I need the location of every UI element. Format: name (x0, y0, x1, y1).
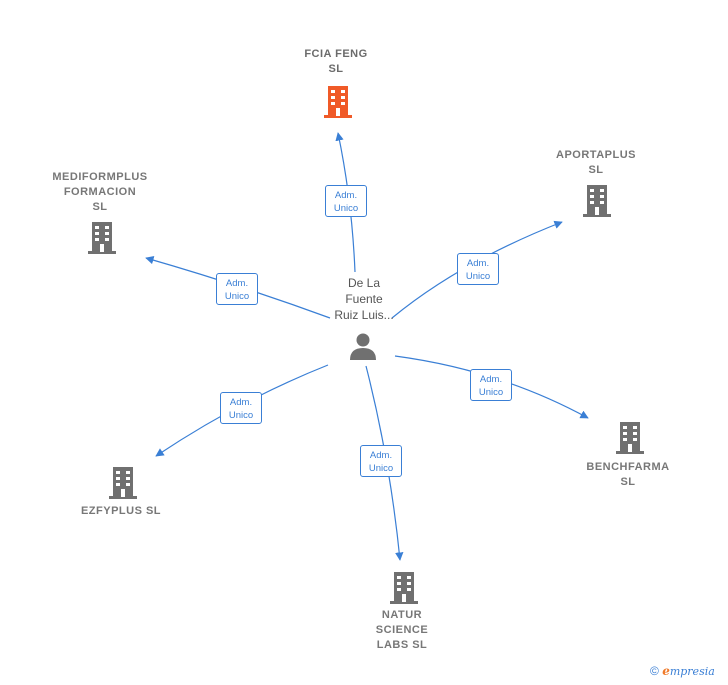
company-label: APORTAPLUS SL (556, 149, 636, 176)
person-name[interactable]: De La Fuente Ruiz Luis... (334, 276, 394, 322)
company-label: EZFYPLUS SL (80, 505, 162, 517)
company-aportaplus[interactable]: APORTAPLUS SL (546, 148, 646, 178)
copyright-symbol: © (650, 664, 659, 678)
copyright-footer: © empresia (650, 664, 715, 678)
company-fcia-feng[interactable]: FCIA FENG SL (286, 47, 386, 77)
building-icon[interactable] (388, 570, 420, 604)
company-benchfarma[interactable]: BENCHFARMA SL (578, 460, 678, 490)
brand-logo-initial: e (662, 664, 670, 678)
brand-logo-text: mpresia (669, 665, 715, 678)
building-icon[interactable] (581, 183, 613, 217)
company-label: BENCHFARMA SL (586, 461, 670, 488)
role-badge-fcia[interactable]: Adm. Unico (325, 185, 367, 217)
company-ezfyplus[interactable]: EZFYPLUS SL (66, 504, 176, 519)
company-label: NATUR SCIENCE LABS SL (375, 609, 429, 651)
building-icon[interactable] (614, 420, 646, 454)
company-natur-science-labs[interactable]: NATUR SCIENCE LABS SL (352, 608, 452, 653)
building-icon[interactable] (322, 84, 354, 118)
role-badge-mediform[interactable]: Adm. Unico (216, 273, 258, 305)
company-label: MEDIFORMPLUS FORMACION SL (52, 171, 148, 213)
building-icon[interactable] (107, 465, 139, 499)
person-icon[interactable] (348, 332, 378, 360)
role-badge-benchfarma[interactable]: Adm. Unico (470, 369, 512, 401)
role-badge-aportaplus[interactable]: Adm. Unico (457, 253, 499, 285)
role-badge-natur[interactable]: Adm. Unico (360, 445, 402, 477)
role-badge-ezfy[interactable]: Adm. Unico (220, 392, 262, 424)
building-icon[interactable] (86, 220, 118, 254)
company-label: FCIA FENG SL (304, 48, 368, 75)
company-mediformplus[interactable]: MEDIFORMPLUS FORMACION SL (42, 170, 158, 215)
